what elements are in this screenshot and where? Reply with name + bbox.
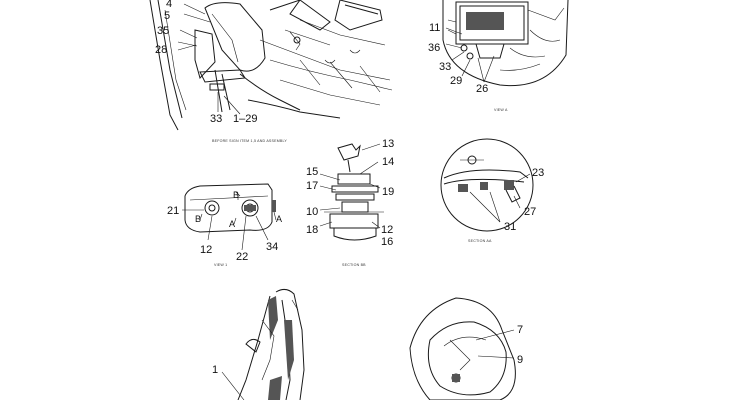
- view-mark-a: A: [276, 214, 282, 224]
- callout-23: 23: [532, 167, 544, 179]
- console-pillar-callouts: 1: [212, 364, 218, 376]
- section-aa-caption: SECTION AA: [468, 239, 492, 243]
- view-a-drawing: VIEW A: [442, 0, 569, 112]
- callout-7: 7: [517, 324, 523, 336]
- callout-1-29: 1–29: [233, 113, 257, 125]
- section-aa-drawing: SECTION AA: [440, 138, 534, 243]
- section-aa-callouts: 23 27 31: [504, 167, 544, 233]
- section-bb-caption: SECTION BB: [342, 263, 366, 267]
- callout-36: 36: [428, 42, 440, 54]
- callout-4: 4: [166, 0, 172, 10]
- callout-17: 17: [306, 180, 318, 192]
- callout-22: 22: [236, 251, 248, 263]
- assembly-note: BEFORE SIGN ITEM 1,5 AND ASSEMBLY: [212, 139, 287, 143]
- callout-27: 27: [524, 206, 536, 218]
- callout-33: 33: [210, 113, 222, 125]
- view-mark-b: B: [195, 214, 201, 224]
- callout-9: 9: [517, 354, 523, 366]
- callout-11: 11: [429, 22, 440, 34]
- view-a-callouts: 11 36 33 29 26: [428, 22, 488, 95]
- callout-12: 12: [381, 224, 393, 236]
- callout-14: 14: [382, 156, 394, 168]
- callout-16: 16: [381, 236, 393, 248]
- callout-26: 26: [476, 83, 488, 95]
- callout-21: 21: [167, 205, 179, 217]
- callout-34: 34: [266, 241, 278, 253]
- callout-5: 5: [164, 10, 170, 22]
- callout-35: 35: [157, 25, 169, 37]
- callout-1: 1: [212, 364, 218, 376]
- callout-10: 10: [306, 206, 318, 218]
- callout-31: 31: [504, 221, 516, 233]
- callout-29: 29: [450, 75, 462, 87]
- callout-19: 19: [382, 186, 394, 198]
- cab-console-drawing: [149, 0, 393, 131]
- cover-drawing: [409, 297, 516, 400]
- section-bb-callouts: 13 14 15 17 19 10 18 12 16: [306, 138, 394, 248]
- section-bb-drawing: SECTION BB: [319, 143, 384, 267]
- callout-15: 15: [306, 166, 318, 178]
- console-pillar-drawing: [221, 288, 305, 400]
- cab-console-callouts: 4 5 35 28 33 1–29: [155, 0, 257, 125]
- view-1-drawing: VIEW 1: [182, 183, 277, 267]
- view-a-caption: VIEW A: [494, 108, 508, 112]
- callout-28: 28: [155, 44, 167, 56]
- callout-12: 12: [200, 244, 212, 256]
- view-mark-b: B: [233, 190, 239, 200]
- view-mark-a: A: [229, 219, 235, 229]
- cover-callouts: 7 9: [517, 324, 523, 366]
- view-1-caption: VIEW 1: [214, 263, 227, 267]
- callout-33: 33: [439, 61, 451, 73]
- view-1-callouts: 21 12 22 34 B A A B: [167, 190, 282, 263]
- callout-13: 13: [382, 138, 394, 150]
- callout-18: 18: [306, 224, 318, 236]
